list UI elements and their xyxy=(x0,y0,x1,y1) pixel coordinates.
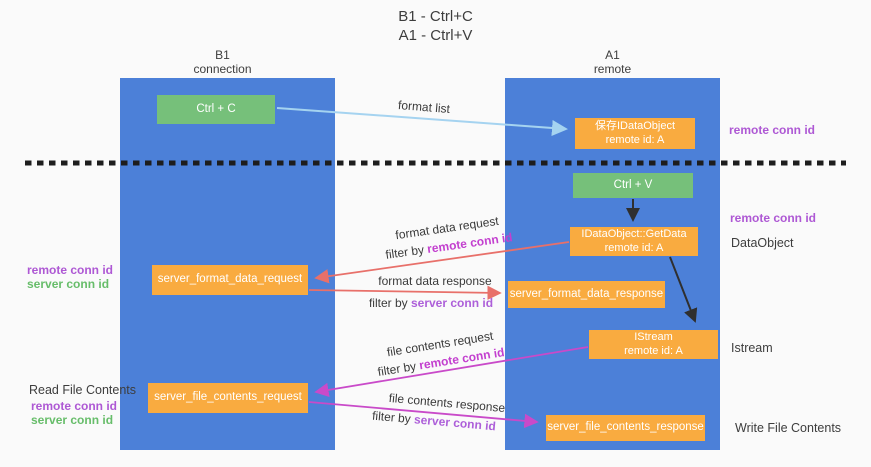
left-mid-conn-id-annotations: remote conn id server conn id xyxy=(27,263,113,291)
server-conn-id-annotation-left-mid: server conn id xyxy=(27,277,110,291)
title-line-1: B1 - Ctrl+C xyxy=(398,8,473,25)
remote-conn-id-annotation-left-bottom: remote conn id xyxy=(31,399,118,413)
left-lifeline-subtitle: connection xyxy=(193,62,252,76)
write-file-contents-annotation: Write File Contents xyxy=(735,421,842,435)
node-server-format-data-response: server_format_data_response xyxy=(508,281,665,308)
remote-conn-id-annotation-top: remote conn id xyxy=(729,123,816,137)
format-data-response-arrow xyxy=(308,285,502,301)
node-istream-line1: IStream xyxy=(634,331,673,343)
dataobject-annotation: DataObject xyxy=(731,236,794,250)
node-ctrl-c-label: Ctrl + C xyxy=(196,102,236,115)
node-istream-line2: remote id: A xyxy=(624,344,683,357)
node-ctrl-c: Ctrl + C xyxy=(157,95,275,124)
node-save-idataobject-line2: remote id: A xyxy=(605,133,665,146)
remote-conn-id-annotation-left-mid: remote conn id xyxy=(27,263,114,277)
node-idataobject-getdata: IDataObject::GetData remote id: A xyxy=(570,227,698,256)
diagram-title: B1 - Ctrl+C A1 - Ctrl+V xyxy=(0,7,871,45)
right-lifeline-header: A1 remote xyxy=(505,48,720,76)
right-lifeline-name: A1 xyxy=(605,48,620,62)
format-data-response-label: format data response xyxy=(378,274,492,288)
filter-by-text: filter by xyxy=(368,296,411,310)
filter-by-text: filter by xyxy=(384,242,429,262)
format-list-label: format list xyxy=(397,97,451,117)
node-save-idataobject-line1: 保存IDataObject xyxy=(594,120,676,132)
node-format-request-label: server_format_data_request xyxy=(157,273,303,286)
right-lifeline-subtitle: remote xyxy=(593,62,632,76)
left-lifeline-header: B1 connection xyxy=(115,48,330,76)
node-server-format-data-request: server_format_data_request xyxy=(152,265,308,295)
left-bottom-conn-id-annotations: remote conn id server conn id xyxy=(31,399,117,427)
node-server-file-contents-response: server_file_contents_response xyxy=(546,415,705,441)
server-conn-id-annotation-left-bottom: server conn id xyxy=(31,413,114,427)
istream-annotation: Istream xyxy=(731,341,773,355)
left-lifeline-name: B1 xyxy=(215,48,230,62)
remote-conn-id-annotation-mid: remote conn id xyxy=(730,211,817,225)
node-format-response-label: server_format_data_response xyxy=(509,287,664,300)
server-conn-id-key: server conn id xyxy=(410,296,494,310)
title-line-2: A1 - Ctrl+V xyxy=(398,27,473,44)
format-data-response-filter-label: filter by server conn id xyxy=(369,296,493,310)
node-file-request-label: server_file_contents_request xyxy=(154,391,302,404)
read-file-contents-annotation: Read File Contents xyxy=(29,383,137,397)
filter-by-text: filter by xyxy=(371,408,415,427)
node-istream: IStream remote id: A xyxy=(589,330,718,359)
node-ctrl-v: Ctrl + V xyxy=(573,173,693,198)
node-file-response-label: server_file_contents_response xyxy=(547,421,704,434)
node-save-idataobject: 保存IDataObject remote id: A xyxy=(575,118,695,149)
server-conn-id-key: server conn id xyxy=(413,412,497,434)
node-ctrl-v-label: Ctrl + V xyxy=(613,178,653,191)
node-getdata-line2: remote id: A xyxy=(604,241,664,254)
node-getdata-line1: IDataObject::GetData xyxy=(581,228,687,240)
node-server-file-contents-request: server_file_contents_request xyxy=(148,383,308,413)
filter-by-text: filter by xyxy=(376,358,421,379)
